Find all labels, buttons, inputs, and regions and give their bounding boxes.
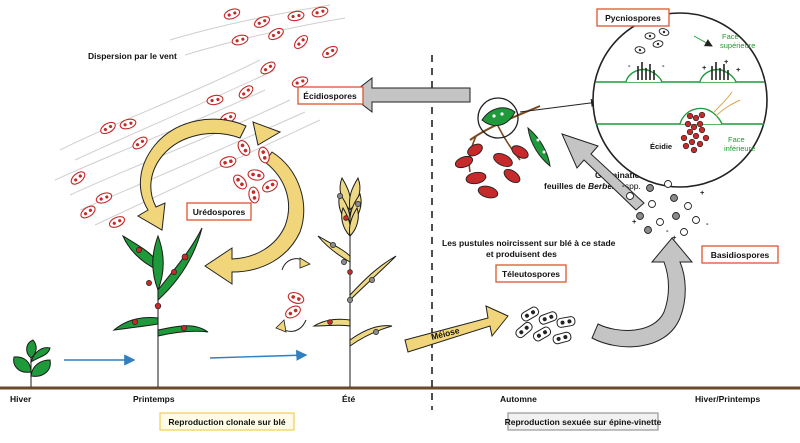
svg-text:+: +	[672, 233, 677, 242]
svg-text:+: +	[700, 188, 705, 197]
svg-text:-: -	[622, 181, 625, 190]
aecidiospores-box: Écidiospores	[297, 86, 364, 105]
season-hiver-printemps: Hiver/Printemps	[695, 394, 760, 404]
sexual-reproduction-label: Reproduction sexuée sur épine-vinette	[505, 417, 662, 427]
germination-label-line2: feuilles de Berberis spp.	[544, 181, 641, 191]
face-inferieure-label-2: inférieure	[724, 144, 755, 153]
grey-arrow-aecidiospores	[349, 76, 471, 114]
season-printemps: Printemps	[133, 394, 175, 404]
teleutospores-label: Téleutospores	[502, 269, 560, 279]
barberry-branch	[454, 97, 599, 199]
ecidie-label: Écidie	[650, 142, 672, 151]
summer-wheat-plant	[312, 176, 397, 387]
pustules-label-line2: et produisent des	[486, 249, 557, 259]
pustules-label-line1: Les pustules noircissent sur blé à ce st…	[442, 238, 616, 248]
svg-text:+: +	[736, 65, 741, 74]
timeline-arrow-2	[209, 349, 308, 361]
face-inferieure-label-1: Face	[728, 135, 745, 144]
basidiospores-box: Basidiospores	[701, 245, 779, 264]
aecidiospores-label: Écidiospores	[303, 91, 357, 101]
winter-seedling	[13, 339, 51, 387]
basidiospore-scatter: - - - + + +	[622, 180, 709, 242]
svg-text:-: -	[628, 61, 631, 70]
grey-arrow-teleuto-to-basidio	[591, 237, 694, 348]
grey-arrow-basidiospores	[561, 133, 645, 211]
face-superieure-label-2: supérieure	[720, 41, 755, 50]
season-hiver: Hiver	[10, 394, 32, 404]
teleutospore-cluster	[515, 306, 576, 345]
svg-text:+: +	[702, 63, 707, 72]
summer-recycle-arrows	[275, 257, 311, 333]
svg-text:-: -	[706, 219, 709, 228]
uredospore-cluster	[219, 140, 278, 204]
leaf-cross-section: - - + + +	[592, 12, 768, 188]
basidiospores-label: Basidiospores	[711, 250, 770, 260]
clonal-cycle-arrows	[137, 118, 305, 285]
svg-text:+: +	[724, 57, 729, 66]
svg-text:+: +	[632, 217, 637, 226]
clonal-reproduction-box: Reproduction clonale sur blé	[159, 412, 295, 431]
spring-wheat-plant	[112, 227, 209, 387]
clonal-reproduction-label: Reproduction clonale sur blé	[168, 417, 285, 427]
uredospores-label: Urédospores	[193, 207, 246, 217]
wind-dispersal-label: Dispersion par le vent	[88, 51, 177, 61]
svg-text:-: -	[666, 226, 669, 235]
germination-label-line1: Germination sur	[595, 170, 661, 180]
svg-text:-: -	[662, 61, 665, 70]
airborne-spores	[70, 6, 338, 228]
uredospores-box: Urédospores	[186, 202, 252, 221]
face-superieure-label-1: Face	[722, 32, 739, 41]
teleutospores-box: Téleutospores	[495, 264, 567, 283]
season-ete: Été	[342, 394, 356, 404]
pycniospores-label: Pycniospores	[605, 13, 661, 23]
season-automne: Automne	[500, 394, 537, 404]
pycniospores-box: Pycniospores	[596, 8, 670, 27]
sexual-reproduction-box: Reproduction sexuée sur épine-vinette	[505, 412, 662, 431]
meiose-arrow: Méiose	[404, 305, 509, 353]
